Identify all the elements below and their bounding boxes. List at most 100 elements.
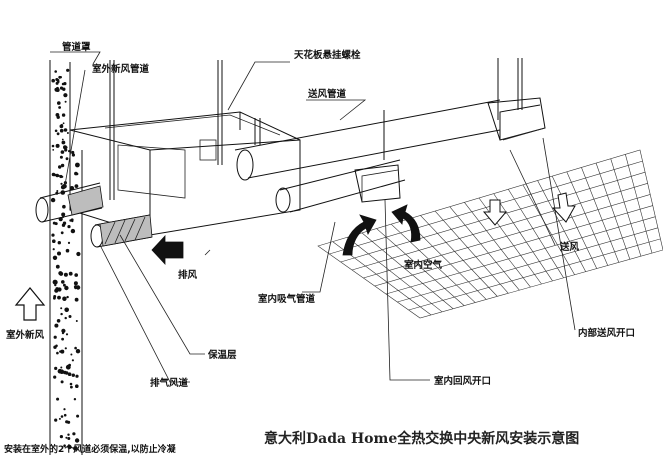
wall-dot: [68, 271, 73, 276]
wall-dot: [55, 143, 60, 148]
wall-dot: [65, 436, 68, 439]
wall-dot: [61, 140, 66, 145]
wall-dot: [63, 413, 67, 417]
return-air-arrow-left: [342, 214, 377, 256]
outdoor-wall: [49, 60, 83, 455]
wall-dot: [74, 438, 80, 443]
wall-dot: [70, 228, 76, 234]
grid-line: [351, 183, 648, 271]
wall-dot: [74, 273, 78, 277]
wall-dot: [62, 122, 65, 125]
wall-dot: [65, 371, 69, 375]
wall-dot: [75, 320, 78, 322]
grid-line: [361, 232, 454, 309]
wall-dot: [64, 307, 69, 313]
grid-line: [374, 205, 653, 287]
label-exhaust: 排风: [178, 269, 198, 281]
wall-dot: [59, 155, 63, 159]
label-outdoor-fresh-air: 室外新风: [6, 329, 45, 341]
wall-dot: [63, 93, 68, 98]
wall-dot: [70, 353, 73, 356]
wall-dot: [67, 433, 70, 436]
grid-line: [522, 184, 575, 275]
wall-dot: [57, 295, 61, 300]
wall-dot: [65, 157, 69, 161]
wall-dot: [55, 264, 60, 269]
wall-dot: [64, 285, 69, 291]
label-indoor-supply-opening: 内部送风开口: [578, 327, 635, 339]
wall-dot: [61, 113, 66, 117]
wall-dot: [71, 150, 75, 155]
wall-dot: [53, 375, 57, 379]
wall-dot: [58, 106, 61, 109]
label-indoor-air: 室内空气: [404, 259, 443, 271]
wall-dot: [58, 165, 62, 169]
wall-dot: [63, 408, 66, 411]
return-air-arrow-right: [391, 204, 421, 243]
wall-dot: [58, 417, 61, 420]
wall-dot: [75, 162, 80, 168]
wall-dot: [71, 153, 75, 157]
wall-dot: [57, 287, 62, 292]
wall-dot: [65, 146, 68, 149]
wall-dot: [54, 70, 57, 73]
wall-dot: [62, 204, 66, 209]
wall-dot: [68, 315, 72, 318]
wall-dot: [60, 163, 65, 168]
wall-dot: [52, 255, 58, 260]
wall-dot: [63, 272, 68, 277]
wall-dot: [76, 251, 81, 257]
grid-line: [566, 171, 609, 266]
grid-line: [408, 238, 661, 311]
wall-dot: [59, 271, 64, 276]
wall-dot: [63, 283, 66, 287]
wall-dot: [57, 241, 61, 245]
wall-dot: [61, 212, 66, 217]
grid-line: [610, 158, 642, 257]
labels: 管道罩 室外新风管道 天花板悬挂螺栓 送风管道 排风 室内吸气管道 室内空气 送…: [4, 41, 635, 455]
ceiling-grid: [317, 149, 663, 319]
grid-line: [449, 206, 520, 291]
wall-dot: [55, 88, 60, 92]
grid-line: [493, 193, 553, 282]
wall-dot: [56, 351, 59, 355]
wall-dot: [59, 76, 62, 79]
supply-duct: [234, 97, 546, 181]
heat-exchanger-unit: [69, 111, 301, 236]
wall-dot: [67, 372, 72, 377]
wall-dot: [64, 100, 67, 103]
outdoor-ducts: [35, 182, 153, 248]
wall-dot: [53, 335, 57, 339]
wall-dot: [75, 374, 79, 378]
wall-dot: [56, 397, 60, 401]
wall-dot: [53, 173, 57, 177]
grid-line: [625, 154, 653, 254]
grid-line: [376, 228, 465, 306]
wall-dot: [70, 385, 73, 389]
wall-dot: [69, 382, 73, 386]
label-indoor-return-opening: 室内回风开口: [434, 375, 491, 387]
wall-dot: [66, 132, 69, 134]
wall-dot: [56, 132, 60, 136]
wall-dot: [66, 68, 70, 72]
grid-line: [581, 167, 620, 263]
wall-dot: [67, 225, 71, 229]
wall-dot: [74, 346, 77, 350]
label-supply-duct: 送风管道: [307, 88, 347, 100]
wall-dot: [75, 384, 79, 389]
supply-arrow-2: [551, 192, 576, 223]
wall-dot: [67, 437, 71, 440]
wall-dot: [51, 144, 55, 148]
wall-dot: [55, 344, 58, 348]
wall-dot: [56, 319, 61, 323]
wall-dot: [52, 248, 55, 251]
wall-dot: [62, 297, 67, 301]
wall-dot: [71, 373, 76, 377]
wall-dot: [52, 149, 55, 151]
wall-dot: [75, 172, 79, 176]
wall-dot: [64, 347, 67, 350]
wall-dot: [59, 86, 64, 90]
wall-dot: [60, 307, 63, 310]
wall-dot: [73, 446, 78, 451]
wall-dot: [74, 287, 77, 290]
